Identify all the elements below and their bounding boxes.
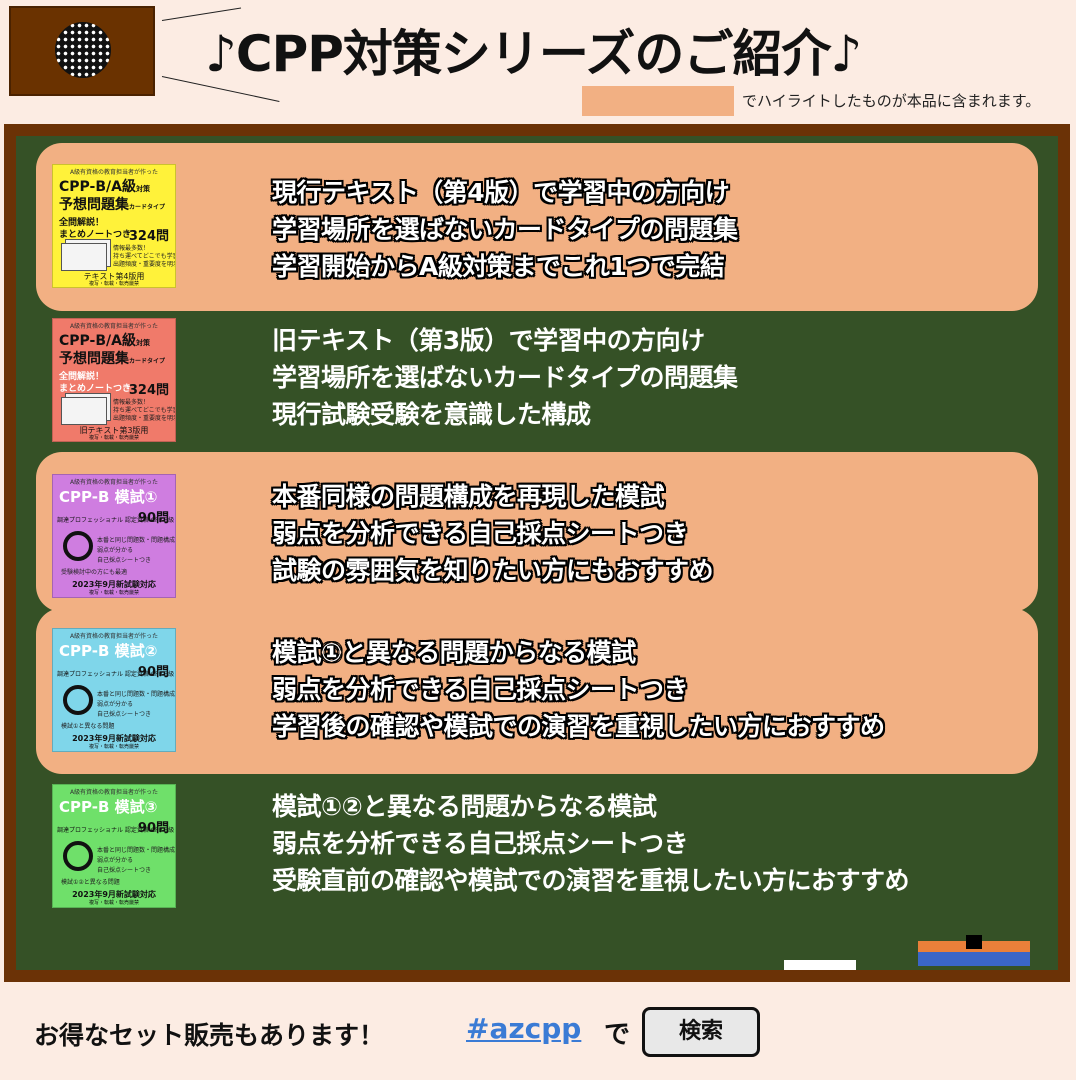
cover-note: 情報最多数！ [113,399,150,406]
product-highlight-3 [36,452,1038,612]
cover-line-2: まとめノートつき [59,230,132,240]
cover-note: 出題頻度・重要度を明示 [113,415,176,422]
product-description-5: 模試①②と異なる問題からなる模試 弱点を分析できる自己採点シートつき 受験直前の… [272,788,910,899]
product-cover-3[interactable]: A級有資格の教育担当者が作った CPP-B 模試① 90問 調達プロフェッショナ… [52,474,176,598]
cover-title: CPP-B/A級対策 [59,179,150,195]
product-cover-4[interactable]: A級有資格の教育担当者が作った CPP-B 模試② 90問 調達プロフェッショナ… [52,628,176,752]
description-line: 弱点を分析できる自己採点シートつき [272,675,689,704]
cover-bottom: 2023年9月新試験対応 [72,734,156,743]
cover-subtitle: 予想問題集カードタイプ [59,197,166,213]
cover-note: 本番と同じ問題数・問題構成 [97,847,176,854]
product-highlight-4 [36,608,1038,774]
cover-note: 自己採点シートつき [97,711,152,718]
magnifier-icon [63,685,93,715]
cover-line-2: まとめノートつき [59,384,132,394]
description-line: 試験の雰囲気を知りたい方にもおすすめ [272,556,714,585]
cover-bottom-note: 複写・転載・転売厳禁 [88,281,139,287]
description-line: 模試①②と異なる問題からなる模試 [272,792,657,821]
description-line: 学習場所を選ばないカードタイプの問題集 [272,363,738,392]
cover-subtitle: 調達プロフェッショナル 認定資格 CPP-B級 [57,517,175,524]
cover-bottom-note: 複写・転載・転売厳禁 [88,590,139,596]
description-line: 本番同様の問題構成を再現した模試 [272,482,665,511]
eraser-handle-icon [966,935,982,949]
cover-title: CPP-B/A級対策 [59,333,150,349]
cover-note: 出題頻度・重要度を明示 [113,261,176,268]
card-stack-front-icon [61,397,107,425]
product-description-4: 模試①と異なる問題からなる模試 弱点を分析できる自己採点シートつき 学習後の確認… [272,634,885,745]
cover-note: 情報最多数！ [113,245,150,252]
description-line: 受験直前の確認や模試での演習を重視したい方におすすめ [272,866,910,895]
hashtag-link[interactable]: #azcpp [466,1012,582,1045]
cover-count: 324問 [128,383,169,398]
cover-count: 90問 [137,665,169,680]
cover-bottom: 2023年9月新試験対応 [72,580,156,589]
card-stack-front-icon [61,243,107,271]
product-description-2: 旧テキスト（第3版）で学習中の方向け 学習場所を選ばないカードタイプの問題集 現… [272,322,738,433]
cover-extra: 模試①②と異なる問題 [61,879,120,886]
cover-note: 本番と同じ問題数・問題構成 [97,537,176,544]
cover-subtitle: 調達プロフェッショナル 認定資格 CPP-B級 [57,671,175,678]
cover-note: 持ち運べてどこでも学習 [113,253,176,260]
cover-line-1: 全問解説！ [59,372,105,382]
cover-top-text: A級有資格の教育担当者が作った [69,169,159,176]
cover-count: 90問 [137,821,169,836]
cover-top-text: A級有資格の教育担当者が作った [69,323,159,330]
magnifier-icon [63,841,93,871]
cover-bottom: 2023年9月新試験対応 [72,890,156,899]
product-description-3: 本番同様の問題構成を再現した模試 弱点を分析できる自己採点シートつき 試験の雰囲… [272,478,714,589]
cover-title: CPP-B 模試② [59,642,158,660]
cover-note: 弱点が分かる [97,547,134,554]
cover-note: 自己採点シートつき [97,557,152,564]
cover-top-text: A級有資格の教育担当者が作った [69,633,159,640]
cover-title: CPP-B 模試③ [59,798,158,816]
particle-text: で [604,1020,631,1050]
cover-bottom-note: 複写・転載・転売厳禁 [88,435,139,441]
product-cover-1[interactable]: A級有資格の教育担当者が作った CPP-B/A級対策 予想問題集カードタイプ 全… [52,164,176,288]
cover-top-text: A級有資格の教育担当者が作った [69,479,159,486]
cover-extra: 模試①と異なる問題 [61,723,115,730]
cover-line-1: 全問解説！ [59,218,105,228]
eraser-base-icon [918,952,1030,966]
cover-note: 自己採点シートつき [97,867,152,874]
cover-subtitle: 予想問題集カードタイプ [59,351,166,367]
cover-bottom: テキスト第4版用 [83,272,145,281]
cover-note: 持ち運べてどこでも学習 [113,407,176,414]
cover-bottom: 旧テキスト第3版用 [79,426,149,435]
chalk-icon [784,960,856,970]
description-line: 学習場所を選ばないカードタイプの問題集 [272,215,738,244]
description-line: 旧テキスト（第3版）で学習中の方向け [272,326,705,355]
product-cover-5[interactable]: A級有資格の教育担当者が作った CPP-B 模試③ 90問 調達プロフェッショナ… [52,784,176,908]
cover-note: 弱点が分かる [97,701,134,708]
cover-title: CPP-B 模試① [59,488,158,506]
magnifier-icon [63,531,93,561]
page-title: ♪CPP対策シリーズのご紹介♪ [205,25,862,83]
cover-note: 本番と同じ問題数・問題構成 [97,691,176,698]
cover-bottom-note: 複写・転載・転売厳禁 [88,900,139,906]
product-description-1: 現行テキスト（第4版）で学習中の方向け 学習場所を選ばないカードタイプの問題集 … [272,174,738,285]
set-sale-notice: お得なセット販売もあります！ [34,1021,385,1050]
product-highlight-1 [36,143,1038,311]
description-line: 模試①と異なる問題からなる模試 [272,638,636,667]
cover-count: 90問 [137,511,169,526]
description-line: 学習開始からA級対策までこれ1つで完結 [272,252,725,281]
description-line: 学習後の確認や模試での演習を重視したい方におすすめ [272,712,885,741]
cover-top-text: A級有資格の教育担当者が作った [69,789,159,796]
highlight-legend-text: でハイライトしたものが本品に含まれます。 [742,92,1041,110]
description-line: 弱点を分析できる自己採点シートつき [272,829,689,858]
description-line: 現行テキスト（第4版）で学習中の方向け [272,178,730,207]
cover-count: 324問 [128,229,169,244]
search-button[interactable]: 検索 [642,1007,760,1057]
cover-extra: 受験検討中の方にも最適 [61,569,128,576]
highlight-legend-swatch [582,86,734,116]
cover-note: 弱点が分かる [97,857,134,864]
product-cover-2[interactable]: A級有資格の教育担当者が作った CPP-B/A級対策 予想問題集カードタイプ 全… [52,318,176,442]
description-line: 現行試験受験を意識した構成 [272,400,591,429]
description-line: 弱点を分析できる自己採点シートつき [272,519,689,548]
cover-bottom-note: 複写・転載・転売厳禁 [88,744,139,750]
cover-subtitle: 調達プロフェッショナル 認定資格 CPP-B級 [57,827,175,834]
speaker-grill-icon [55,22,111,78]
